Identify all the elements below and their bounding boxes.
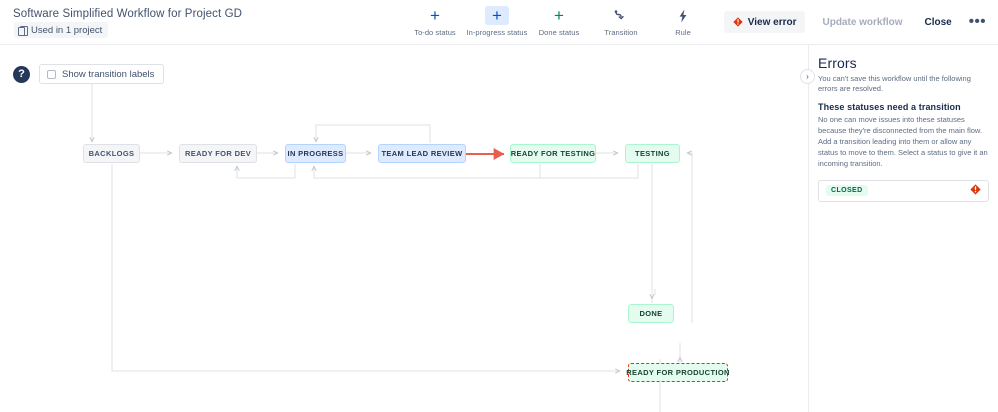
toolbar-todo-label: To-do status xyxy=(414,28,456,37)
toolbar-rule[interactable]: Rule xyxy=(652,6,714,37)
copy-icon xyxy=(18,25,28,36)
status-node-done[interactable]: DONE xyxy=(628,304,674,323)
errors-panel-subtitle: You can't save this workflow until the f… xyxy=(818,74,971,94)
view-error-label: View error xyxy=(747,16,797,28)
show-transition-labels-toggle[interactable]: Show transition labels xyxy=(39,64,165,84)
toolbar-inprogress-label: In-progress status xyxy=(466,28,528,37)
question-mark-icon[interactable]: ? xyxy=(13,65,30,83)
status-toolbar: + To-do status + In-progress status + Do… xyxy=(404,6,714,37)
update-workflow-button[interactable]: Update workflow xyxy=(813,11,911,33)
toolbar-transition[interactable]: Transition xyxy=(590,6,652,37)
error-diamond-icon xyxy=(970,182,981,200)
workflow-canvas[interactable]: ? Show transition labels BACKLOGS READY … xyxy=(0,45,808,412)
error-diamond-icon xyxy=(733,17,743,27)
plus-icon: + xyxy=(554,6,564,25)
status-node-in-progress[interactable]: IN PROGRESS xyxy=(285,144,346,163)
selected-transition-arrow[interactable] xyxy=(466,145,514,163)
page-title: Software Simplified Workflow for Project… xyxy=(13,8,243,20)
canvas-controls: ? Show transition labels xyxy=(13,64,165,84)
app-header: Software Simplified Workflow for Project… xyxy=(0,0,998,45)
errors-section-heading: These statuses need a transition xyxy=(818,102,961,113)
toolbar-done-label: Done status xyxy=(538,28,580,37)
show-transition-labels-label: Show transition labels xyxy=(62,68,155,80)
status-node-testing[interactable]: TESTING xyxy=(625,144,680,163)
header-actions: View error Update workflow Close ••• xyxy=(723,11,990,33)
status-node-ready-for-production[interactable]: READY FOR PRODUCTION xyxy=(626,363,729,382)
errors-section-body: No one can move issues into these status… xyxy=(818,115,988,168)
status-badge: CLOSED xyxy=(826,185,868,197)
show-transition-labels-checkbox[interactable] xyxy=(47,69,56,79)
toolbar-todo-status[interactable]: + To-do status xyxy=(404,6,466,37)
status-node-team-lead-review[interactable]: TEAM LEAD REVIEW xyxy=(378,144,466,163)
status-node-backlogs[interactable]: BACKLOGS xyxy=(83,144,140,163)
lightning-icon xyxy=(671,6,695,25)
status-node-ready-for-dev[interactable]: READY FOR DEV xyxy=(179,144,257,163)
panel-collapse-button[interactable]: › xyxy=(800,69,815,84)
toolbar-transition-label: Transition xyxy=(604,28,638,37)
view-error-button[interactable]: View error xyxy=(723,11,806,33)
usage-chip-label: Used in 1 project xyxy=(31,24,103,36)
close-button[interactable]: Close xyxy=(920,11,957,33)
usage-chip: Used in 1 project xyxy=(14,22,109,38)
toolbar-inprogress-status[interactable]: + In-progress status xyxy=(466,6,528,37)
plus-icon: + xyxy=(485,6,509,25)
more-options-button[interactable]: ••• xyxy=(965,11,990,33)
workflow-connections xyxy=(89,83,693,412)
status-node-ready-for-testing[interactable]: READY FOR TESTING xyxy=(510,144,596,163)
errors-panel: Errors You can't save this workflow unti… xyxy=(808,45,998,412)
errors-panel-title: Errors xyxy=(818,55,857,71)
toolbar-rule-label: Rule xyxy=(675,28,691,37)
transition-icon xyxy=(609,6,633,25)
plus-icon: + xyxy=(430,6,440,25)
toolbar-done-status[interactable]: + Done status xyxy=(528,6,590,37)
error-item-closed[interactable]: CLOSED xyxy=(818,179,989,202)
